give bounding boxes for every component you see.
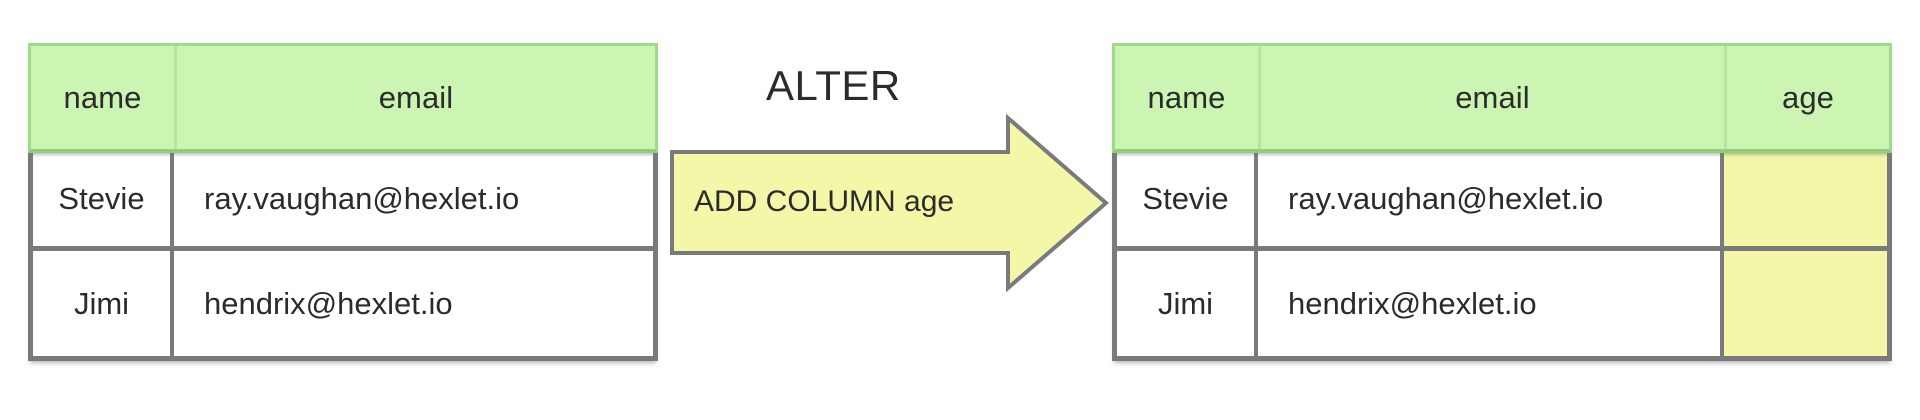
table-before-body: Stevie ray.vaughan@hexlet.io Jimi hendri… [28,151,658,361]
table-row: Stevie ray.vaughan@hexlet.io [33,151,653,251]
table-after-cell-age-1 [1724,251,1887,356]
table-before-cell-name-0: Stevie [33,151,174,246]
table-after-body: Stevie ray.vaughan@hexlet.io Jimi hendri… [1112,151,1892,361]
table-before-header-row: name email [28,43,658,153]
table-after-header-row: name email age [1112,43,1892,153]
table-before-cell-name-1: Jimi [33,251,174,356]
table-after-cell-age-0 [1724,151,1887,246]
table-row: Stevie ray.vaughan@hexlet.io [1117,151,1887,251]
table-after-cell-email-1: hendrix@hexlet.io [1258,251,1724,356]
table-before-cell-email-0: ray.vaughan@hexlet.io [174,151,653,246]
table-after-column-header-name: name [1115,46,1261,149]
table-after-cell-name-0: Stevie [1117,151,1258,246]
alter-title: ALTER [766,62,901,109]
table-before-column-header-name: name [31,46,177,149]
table-before: name email Stevie ray.vaughan@hexlet.io … [28,43,658,361]
table-after-cell-name-1: Jimi [1117,251,1258,356]
table-row: Jimi hendrix@hexlet.io [1117,251,1887,356]
table-before-cell-email-1: hendrix@hexlet.io [174,251,653,356]
table-after-column-header-age: age [1727,46,1889,149]
block-arrow-right-icon [660,100,1120,310]
table-after-cell-email-0: ray.vaughan@hexlet.io [1258,151,1724,246]
table-after-column-header-email: email [1261,46,1727,149]
table-row: Jimi hendrix@hexlet.io [33,251,653,356]
table-after: name email age Stevie ray.vaughan@hexlet… [1112,43,1892,361]
table-before-column-header-email: email [177,46,655,149]
